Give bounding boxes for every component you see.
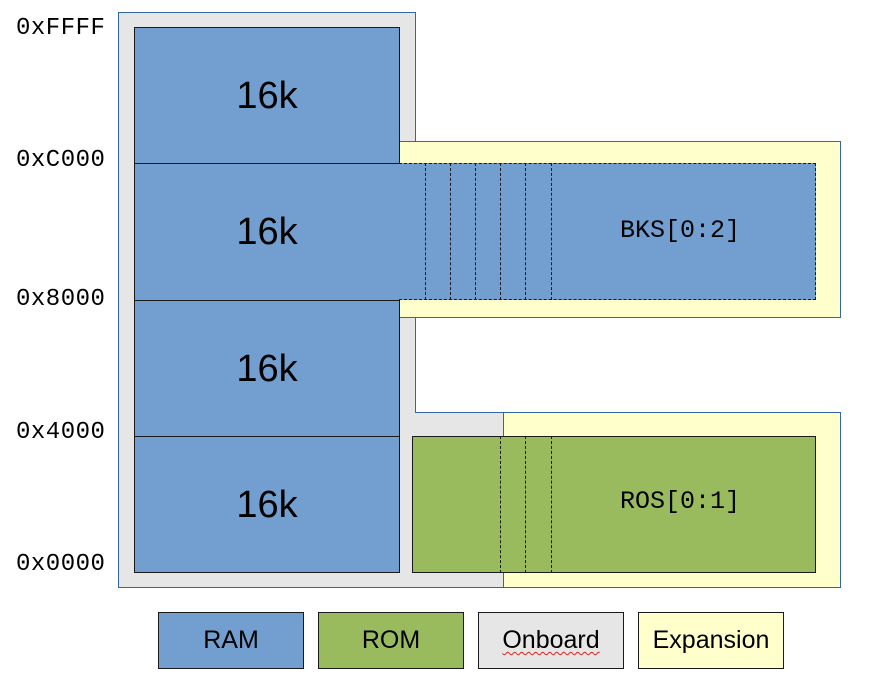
ros-bank-divider — [500, 436, 501, 573]
legend-expansion-label: Expansion — [652, 626, 770, 654]
address-label-0000: 0x0000 — [16, 551, 106, 578]
legend-rom-label: ROM — [361, 626, 421, 654]
ros-bank-dashed-overlay — [500, 436, 816, 573]
bks-bank-divider — [450, 163, 451, 300]
bks-bank-label: BKS[0:2] — [620, 216, 741, 245]
legend-onboard: Onboard — [478, 612, 624, 669]
ram-block-c000 — [134, 27, 400, 164]
ram-block-size-label: 16k — [236, 484, 298, 526]
legend-rom: ROM — [318, 612, 464, 669]
ram-block-8000 — [134, 163, 400, 301]
address-label-4000: 0x4000 — [16, 419, 106, 446]
bks-bank-area — [399, 163, 816, 300]
legend-expansion: Expansion — [638, 612, 784, 669]
ros-bank-divider — [525, 436, 526, 573]
bks-bank-divider — [475, 163, 476, 300]
address-label-8000: 0x8000 — [16, 286, 106, 313]
ram-block-4000 — [134, 300, 400, 437]
legend-ram: RAM — [158, 612, 304, 669]
ram-block-size-label: 16k — [236, 75, 298, 117]
ram-block-0000 — [134, 436, 400, 573]
bks-bank-divider — [525, 163, 526, 300]
bks-bank-divider — [425, 163, 426, 300]
ros-bank-label: ROS[0:1] — [620, 487, 741, 516]
legend-ram-label: RAM — [203, 626, 259, 654]
address-label-ffff: 0xFFFF — [16, 15, 106, 42]
onboard-region-step — [415, 412, 504, 413]
bks-bank-divider — [551, 163, 552, 300]
address-label-c000: 0xC000 — [16, 147, 106, 174]
ram-block-size-label: 16k — [236, 348, 298, 390]
ram-block-size-label: 16k — [236, 211, 298, 253]
legend-onboard-label: Onboard — [502, 626, 600, 654]
ros-bank-divider — [551, 436, 552, 573]
bks-bank-divider — [500, 163, 501, 300]
